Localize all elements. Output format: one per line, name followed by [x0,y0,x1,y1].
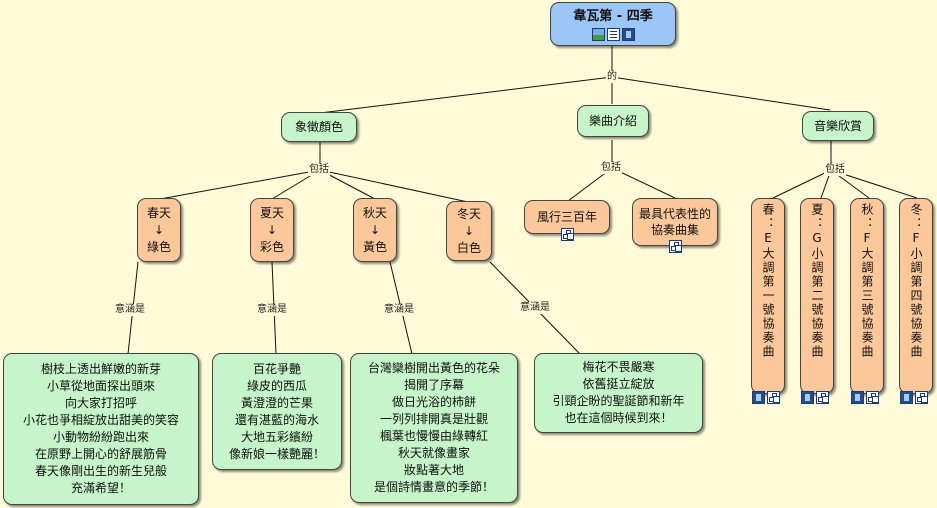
concept-map-icon[interactable] [866,391,879,404]
meaning-line: 在原野上開心的舒展筋骨 [34,447,167,461]
season-spring[interactable]: 春天 ↓ 綠色 [137,198,181,262]
concept-map-icon[interactable] [767,391,780,404]
concerto-summer[interactable]: 夏：G小調第二號協奏曲 [800,198,834,404]
root-title: 韋瓦第 - 四季 [573,9,653,24]
concept-map-icon[interactable] [669,240,682,253]
season-summer-color: 彩色 [259,239,284,254]
down-arrow-icon: ↓ [266,222,278,237]
meaning-spring[interactable]: 樹枝上透出鮮嫩的新芽 小草從地面探出頭來 向大家打招呼 小花也爭相綻放出甜美的笑… [3,353,199,505]
meaning-line: 小草從地面探出頭來 [46,379,155,393]
intro-item-representative[interactable]: 最具代表性的協奏曲集 [632,198,718,253]
season-spring-name: 春天 [146,205,171,220]
film-icon[interactable] [801,391,814,404]
film-icon[interactable] [900,391,913,404]
down-arrow-icon: ↓ [463,223,475,238]
season-summer[interactable]: 夏天 ↓ 彩色 [250,198,294,262]
link-summer-meaning: 意涵是 [256,304,288,316]
meaning-summer[interactable]: 百花爭艷 綠皮的西瓜 黃澄澄的芒果 還有湛藍的海水 大地五彩繽紛 像新娘一樣艷麗… [212,353,342,470]
link-root: 的 [606,71,618,83]
meaning-line: 做日光浴的柿餅 [391,395,476,409]
intro-item-label: 風行三百年 [536,209,597,224]
meaning-line: 小花也爭相綻放出甜美的笑容 [22,413,179,427]
meaning-line: 樹枝上透出鮮嫩的新芽 [40,362,161,376]
season-autumn-color: 黃色 [362,239,387,254]
meaning-line: 百花爭艷 [252,361,301,376]
meaning-line: 還有湛藍的海水 [234,412,319,427]
meaning-line: 楓葉也慢慢由綠轉紅 [379,429,488,443]
meaning-line: 依舊挺立綻放 [582,377,655,391]
concept-map-icon[interactable] [915,391,928,404]
down-arrow-icon: ↓ [153,222,165,237]
root-node[interactable]: 韋瓦第 - 四季 [550,2,676,46]
meaning-line: 黃澄澄的芒果 [240,395,313,410]
link-winter-meaning: 意涵是 [519,302,551,314]
document-icon[interactable] [606,28,620,41]
meaning-line: 妝點著大地 [403,463,464,477]
concerto-winter[interactable]: 冬：F小調第四號協奏曲 [899,198,933,404]
concerto-autumn[interactable]: 秋：F大調第三號協奏曲 [850,198,884,404]
season-winter[interactable]: 冬天 ↓ 白色 [446,201,492,261]
meaning-line: 綠皮的西瓜 [246,378,307,393]
intro-item-label: 最具代表性的協奏曲集 [639,207,712,237]
concept-map-icon[interactable] [816,391,829,404]
meaning-line: 一列列排開真是壯觀 [379,412,488,426]
concerto-label: 春：E大調第一號協奏曲 [761,203,775,359]
concerto-label: 夏：G小調第二號協奏曲 [810,203,824,359]
meaning-line: 秋天就像畫家 [397,446,470,460]
meaning-winter[interactable]: 梅花不畏嚴寒 依舊挺立綻放 引頸企盼的聖誕節和新年 也在這個時候到來！ [534,353,703,433]
film-icon[interactable] [851,391,864,404]
link-autumn-meaning: 意涵是 [383,304,415,316]
meaning-line: 大地五彩繽紛 [240,429,313,444]
film-icon[interactable] [621,28,635,41]
concerto-label: 冬：F小調第四號協奏曲 [909,203,923,359]
season-winter-color: 白色 [456,240,481,255]
meaning-line: 揭開了序幕 [403,378,464,392]
film-icon[interactable] [752,391,765,404]
meaning-line: 像新娘一樣艷麗！ [228,446,325,461]
branch-colors[interactable]: 象徵顏色 [281,112,357,142]
meaning-line: 小動物紛紛跑出來 [52,430,149,444]
link-colors: 包括 [308,164,330,176]
link-spring-meaning: 意涵是 [114,304,146,316]
down-arrow-icon: ↓ [369,222,381,237]
branch-colors-label: 象徵顏色 [294,119,343,134]
meaning-line: 充滿希望！ [70,481,131,495]
season-spring-color: 綠色 [146,239,171,254]
season-autumn-name: 秋天 [362,205,387,220]
concerto-spring[interactable]: 春：E大調第一號協奏曲 [751,198,785,404]
link-intro: 包括 [600,162,622,174]
meaning-line: 是個詩情畫意的季節！ [373,480,494,494]
meaning-line: 梅花不畏嚴寒 [582,360,655,374]
concerto-label: 秋：F大調第三號協奏曲 [860,203,874,359]
meaning-line: 春天像剛出生的新生兒般 [34,464,167,478]
meaning-line: 台灣欒樹開出黃色的花朵 [367,361,500,375]
intro-item-popular[interactable]: 風行三百年 [524,200,610,241]
branch-music[interactable]: 音樂欣賞 [802,111,874,141]
branch-intro-label: 樂曲介紹 [588,113,637,128]
meaning-line: 引頸企盼的聖誕節和新年 [552,394,685,408]
meaning-line: 向大家打招呼 [64,396,137,410]
season-summer-name: 夏天 [259,205,284,220]
image-icon[interactable] [591,28,605,41]
concept-map-icon[interactable] [561,228,574,241]
branch-music-label: 音樂欣賞 [813,118,862,133]
meaning-line: 也在這個時候到來！ [564,411,673,425]
season-autumn[interactable]: 秋天 ↓ 黃色 [353,198,397,262]
meaning-autumn[interactable]: 台灣欒樹開出黃色的花朵 揭開了序幕 做日光浴的柿餅 一列列排開真是壯觀 楓葉也慢… [350,353,518,503]
link-music: 包括 [824,164,846,176]
branch-intro[interactable]: 樂曲介紹 [577,105,649,137]
season-winter-name: 冬天 [456,206,481,221]
